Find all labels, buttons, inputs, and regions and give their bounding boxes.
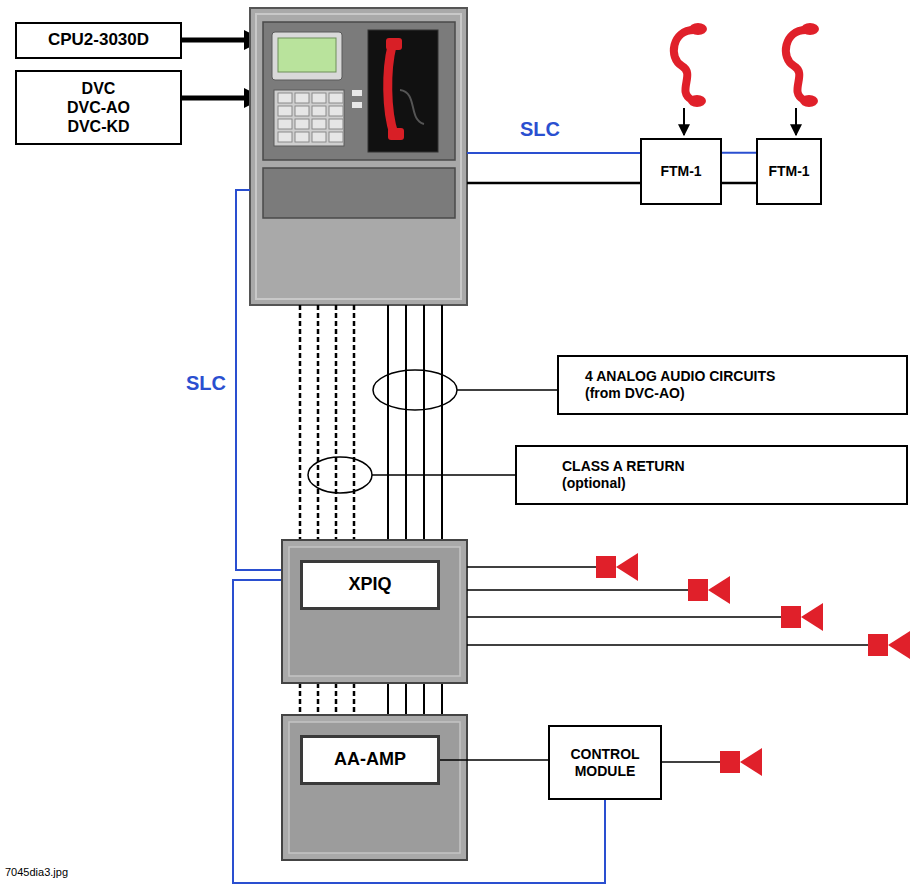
node-text: CONTROL MODULE xyxy=(559,746,651,780)
panel-cabinet xyxy=(250,8,467,305)
callout-leader xyxy=(372,474,515,476)
panel-cabinet xyxy=(400,90,424,124)
speaker-circuit-connector xyxy=(440,759,548,761)
node-text: XPIQ xyxy=(348,574,391,596)
node-text: FTM-1 xyxy=(768,163,809,180)
slc-wire xyxy=(467,182,640,185)
equipment-cabinet xyxy=(282,715,467,860)
telephone-handset xyxy=(674,23,819,135)
telephone-module: FTM-1 xyxy=(640,138,722,205)
panel-cabinet xyxy=(352,102,362,108)
speaker-wire xyxy=(467,589,688,591)
equipment-cabinet xyxy=(282,540,467,683)
node-text: DVC-AO xyxy=(67,98,130,117)
audio-riser xyxy=(299,305,302,540)
audio-riser xyxy=(317,305,320,540)
telephone-handset xyxy=(800,95,818,107)
audio-riser xyxy=(335,305,338,540)
speaker-symbol xyxy=(781,606,801,628)
audio-riser xyxy=(441,683,443,715)
panel-cabinet xyxy=(256,14,461,299)
panel-cabinet xyxy=(263,22,455,160)
node-text: FTM-1 xyxy=(660,163,701,180)
audio-riser xyxy=(405,683,407,715)
speaker-wire xyxy=(467,644,868,646)
speaker-symbol xyxy=(888,631,910,659)
callout-box: 4 ANALOG AUDIO CIRCUITS (from DVC-AO) xyxy=(557,355,908,415)
telephone-module: FTM-1 xyxy=(756,138,822,205)
equipment-cabinet xyxy=(289,547,460,676)
audio-riser xyxy=(353,683,356,715)
speaker-wire xyxy=(467,616,781,618)
panel-cabinet xyxy=(278,38,336,72)
file-name: 7045dia3.jpg xyxy=(5,866,68,878)
node-text: 4 ANALOG AUDIO CIRCUITS (from DVC-AO) xyxy=(585,368,800,402)
audio-riser xyxy=(353,305,356,540)
speaker-wire xyxy=(660,761,720,763)
panel-cabinet xyxy=(388,46,394,134)
panel-cabinet xyxy=(263,168,455,218)
node-text: AA-AMP xyxy=(334,749,406,771)
speaker-symbol xyxy=(740,748,762,776)
panel-cabinet xyxy=(272,32,342,80)
panel-cabinet xyxy=(352,90,362,96)
bus-label: SLC xyxy=(520,118,560,141)
slc-wire xyxy=(467,152,640,154)
audio-riser xyxy=(405,305,407,540)
panel-cabinet xyxy=(388,128,404,140)
telephone-handset xyxy=(689,23,707,35)
audio-riser xyxy=(387,305,389,540)
panel-cabinet xyxy=(277,92,343,144)
audio-riser xyxy=(423,305,425,540)
processor-box: CPU2-3030D xyxy=(15,22,182,59)
callout-box: CLASS A RETURN (optional) xyxy=(515,445,908,505)
panel-cabinet xyxy=(274,90,344,146)
audio-riser xyxy=(317,683,320,715)
panel-cabinet xyxy=(368,30,438,152)
node-text: DVC xyxy=(82,79,116,98)
audio-riser xyxy=(423,683,425,715)
callout-leader xyxy=(308,457,372,493)
riser-connector xyxy=(722,182,756,185)
equipment-cabinet xyxy=(289,722,460,853)
speaker-wire xyxy=(467,566,596,568)
speaker-symbol xyxy=(688,579,708,601)
amplifier-module: AA-AMP xyxy=(300,735,440,785)
bus-label: SLC xyxy=(186,372,226,395)
node-text: DVC-KD xyxy=(67,117,129,136)
module-box: DVCDVC-AODVC-KD xyxy=(15,70,182,145)
node-text: CLASS A RETURN (optional) xyxy=(562,458,712,492)
speaker-symbol xyxy=(616,553,638,581)
node-text: CPU2-3030D xyxy=(48,30,149,50)
telephone-handset xyxy=(674,30,694,100)
telephone-handset xyxy=(795,108,797,135)
panel-cabinet xyxy=(250,8,467,305)
callout-leader xyxy=(373,370,457,410)
telephone-handset xyxy=(801,23,819,35)
slc-connector xyxy=(722,152,756,154)
callout-leader xyxy=(457,389,557,391)
audio-riser xyxy=(299,683,302,715)
speaker-symbol xyxy=(708,576,730,604)
slc-wire xyxy=(236,190,282,570)
control-module: CONTROL MODULE xyxy=(548,725,662,800)
telephone-handset xyxy=(688,95,706,107)
audio-riser xyxy=(441,305,443,540)
panel-cabinet xyxy=(386,38,402,50)
panel-module: XPIQ xyxy=(300,560,440,610)
telephone-handset xyxy=(786,30,806,100)
speaker-symbol xyxy=(868,634,888,656)
equipment-cabinet xyxy=(282,540,467,860)
speaker-symbol xyxy=(720,751,740,773)
speaker-symbol xyxy=(801,603,823,631)
telephone-handset xyxy=(683,108,685,135)
speaker-symbol xyxy=(596,556,616,578)
speaker-wire xyxy=(467,567,868,762)
audio-riser xyxy=(335,683,338,715)
audio-riser xyxy=(387,683,389,715)
